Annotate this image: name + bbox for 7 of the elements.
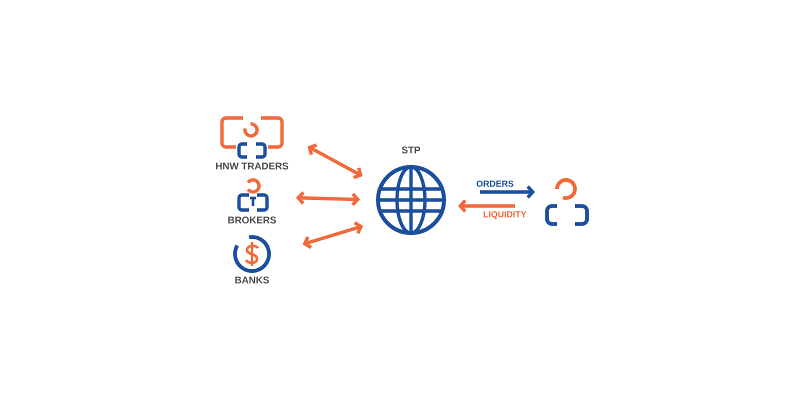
node-label: STP <box>402 146 420 154</box>
person-icon <box>545 178 589 226</box>
edge-label: LIQUIDITY <box>482 210 528 221</box>
node-label: BROKERS <box>228 216 276 224</box>
node-label: BANKS <box>235 276 269 284</box>
node-label: HNW TRADERS <box>216 162 288 170</box>
edge-label: ORDERS <box>474 179 516 188</box>
